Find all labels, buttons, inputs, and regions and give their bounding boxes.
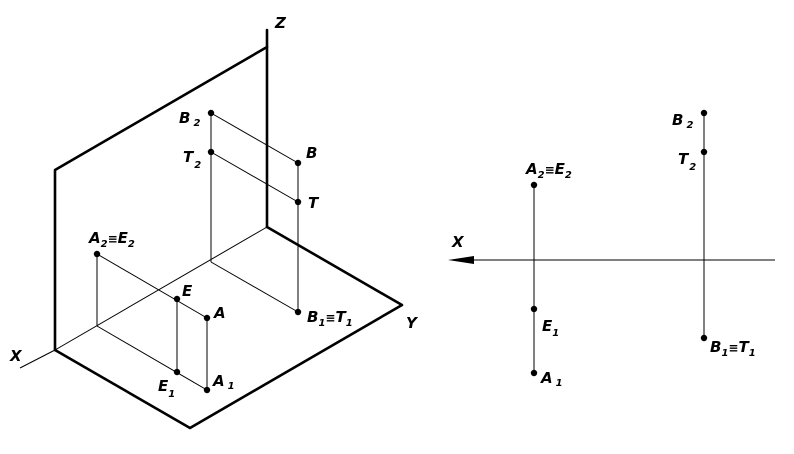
t2-t-line — [210, 151, 299, 203]
b2-b-line — [210, 112, 299, 164]
epure-x-label: X — [451, 233, 465, 251]
point-b — [294, 159, 302, 167]
label-e: E — [182, 282, 193, 300]
point-t2 — [207, 148, 215, 156]
point-a1 — [203, 386, 211, 394]
label-t2: T2 — [183, 148, 201, 171]
epure-point-t2 — [700, 148, 708, 156]
point-a — [203, 314, 211, 322]
x-axis — [19, 349, 56, 369]
point-e — [173, 295, 181, 303]
label-e1: E1 — [158, 377, 175, 400]
point-b1t1 — [294, 308, 302, 316]
epure-x-arrow — [448, 256, 474, 264]
z-axis-label: Z — [274, 14, 287, 32]
point-t — [294, 198, 302, 206]
epure-point-b1t1 — [700, 334, 708, 342]
point-b2 — [207, 109, 215, 117]
label-a: A — [213, 304, 226, 322]
epure-point-e1 — [530, 305, 538, 313]
frontal-plane — [53, 45, 269, 352]
label-b1t1: B1≡T1 — [307, 308, 353, 329]
epure-label-e1: E1 — [542, 317, 559, 339]
epure-point-a1 — [530, 369, 538, 377]
ax-a1-line — [96, 325, 208, 391]
epure-point-a2e2 — [530, 181, 538, 189]
bx-b1-line — [210, 261, 299, 313]
y-axis-label: Y — [406, 314, 419, 332]
epure-label-b1t1: B1≡T1 — [710, 338, 756, 359]
x-axis-label: X — [9, 347, 23, 365]
epure-label-a2e2: A2≡E2 — [525, 160, 572, 181]
epure-label-t2: T2 — [678, 150, 696, 173]
label-a2e2: A2≡E2 — [88, 229, 135, 250]
epure-point-b2 — [700, 109, 708, 117]
label-b: B — [306, 144, 317, 162]
horizontal-plane — [53, 225, 404, 430]
x-axis-inner — [54, 226, 268, 351]
point-a2e2 — [93, 250, 101, 258]
a2-a-line — [96, 253, 208, 319]
point-e1 — [173, 368, 181, 376]
label-t: T — [308, 194, 320, 212]
